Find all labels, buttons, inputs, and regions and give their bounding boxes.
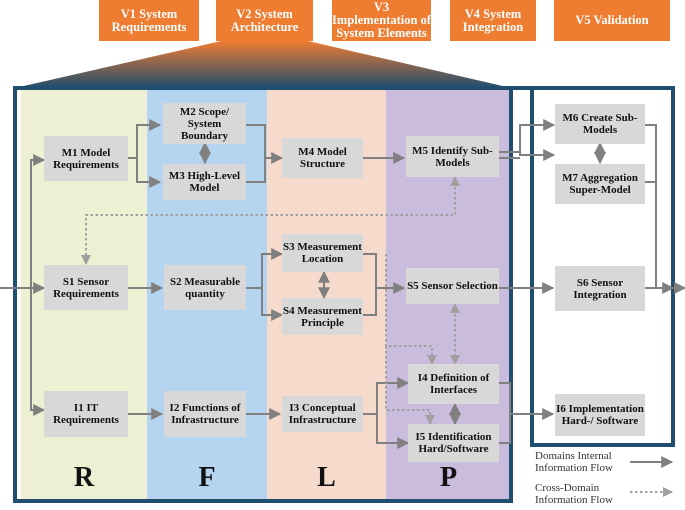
box-s2[interactable]: S2 Measurable quantity — [164, 265, 246, 310]
box-m4[interactable]: M4 Model Structure — [282, 138, 363, 178]
box-m3[interactable]: M3 High-Level Model — [163, 164, 246, 200]
phase-v1[interactable]: V1 System Requirements — [99, 0, 199, 41]
architecture-frame — [13, 86, 513, 503]
box-i1[interactable]: I1 IT Requirements — [44, 391, 128, 437]
phase-v4[interactable]: V4 System Integration — [450, 0, 536, 41]
column-letter-f: F — [198, 462, 216, 493]
box-m1[interactable]: M1 Model Requirements — [44, 136, 128, 181]
column-letter-r: R — [73, 462, 95, 493]
phase-v3[interactable]: V3 Implementation of System Elements — [332, 0, 431, 41]
box-m6[interactable]: M6 Create Sub-Models — [555, 104, 645, 144]
legend-internal-flow: Domains Internal Information Flow — [535, 450, 613, 474]
legend-cross-domain-flow: Cross-Domain Information Flow — [535, 482, 613, 506]
box-i2[interactable]: I2 Functions of Infrastructure — [164, 391, 246, 437]
cross-domain-flows — [81, 176, 673, 497]
box-s6[interactable]: S6 Sensor Integration — [555, 266, 645, 311]
phase-v5[interactable]: V5 Validation — [554, 0, 670, 41]
phase-v2[interactable]: V2 System Architecture — [216, 0, 313, 41]
box-m2[interactable]: M2 Scope/ System Boundary — [163, 103, 246, 144]
box-s5[interactable]: S5 Sensor Selection — [406, 268, 499, 304]
box-i4[interactable]: I4 Definition of Interfaces — [408, 364, 499, 404]
v2-expansion-fan — [15, 41, 511, 88]
box-m7[interactable]: M7 Aggregation Super-Model — [555, 164, 645, 204]
column-letter-p: P — [439, 462, 458, 493]
box-s3[interactable]: S3 Measurement Location — [282, 234, 363, 272]
integration-frame — [530, 86, 675, 447]
box-s1[interactable]: S1 Sensor Requirements — [44, 265, 128, 310]
column-letter-l: L — [317, 462, 336, 493]
box-s4[interactable]: S4 Measurement Principle — [282, 298, 363, 335]
box-i3[interactable]: I3 Conceptual Infrastructure — [282, 396, 363, 432]
box-m5[interactable]: M5 Identify Sub-Models — [406, 136, 499, 177]
box-i6[interactable]: I6 Implementation Hard-/ Software — [555, 394, 645, 436]
box-i5[interactable]: I5 Identification Hard/Software — [408, 424, 499, 462]
